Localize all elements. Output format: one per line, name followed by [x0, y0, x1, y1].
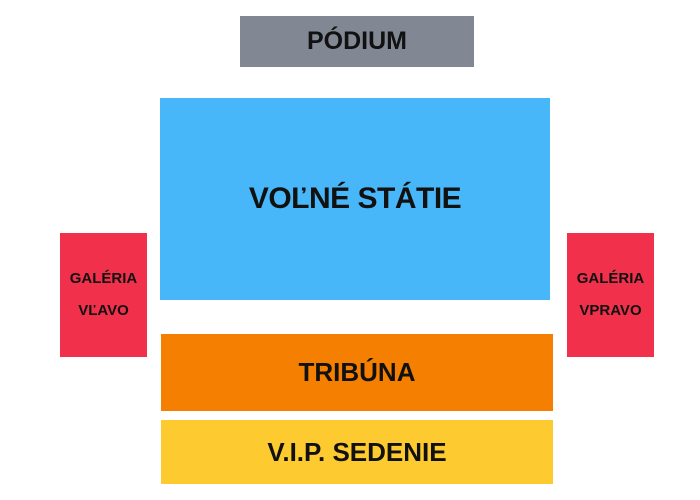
gallery-right-label-line1: GALÉRIA: [576, 270, 645, 287]
standing-area-label: VOĽNÉ STÁTIE: [248, 182, 462, 215]
gallery-right-zone[interactable]: GALÉRIA VPRAVO: [567, 233, 654, 357]
stage-area: PÓDIUM: [240, 16, 474, 67]
vip-seating-zone[interactable]: V.I.P. SEDENIE: [161, 420, 553, 484]
tribune-zone[interactable]: TRIBÚNA: [161, 334, 553, 411]
standing-area-zone[interactable]: VOĽNÉ STÁTIE: [160, 98, 550, 300]
gallery-left-label-line1: GALÉRIA: [69, 270, 138, 287]
stage-label: PÓDIUM: [307, 27, 407, 55]
vip-seating-label: V.I.P. SEDENIE: [267, 436, 447, 467]
gallery-left-zone[interactable]: GALÉRIA VĽAVO: [60, 233, 147, 357]
gallery-right-label-line2: VPRAVO: [579, 302, 642, 319]
tribune-label: TRIBÚNA: [298, 357, 416, 387]
gallery-left-label-line2: VĽAVO: [78, 302, 129, 319]
